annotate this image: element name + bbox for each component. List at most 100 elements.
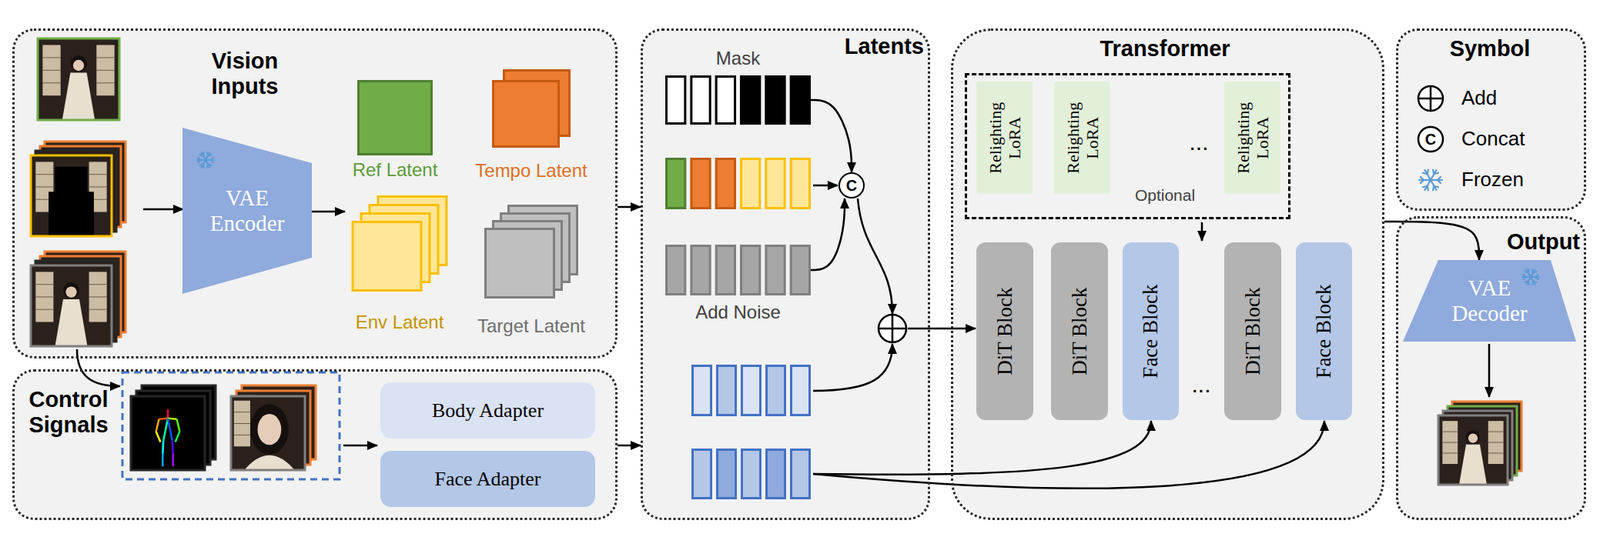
text-slot: Face Adapter	[380, 451, 596, 508]
window-panel	[96, 44, 114, 96]
pose-limb	[163, 418, 168, 442]
frame-border	[230, 396, 305, 471]
text-slot: VAE Decoder	[1402, 260, 1577, 342]
text-slot: Tempo Latent	[465, 158, 597, 184]
snow-branch	[197, 157, 201, 161]
text-slot: Body Adapter	[380, 382, 596, 439]
frozen-snowflake	[1522, 269, 1540, 285]
panel-ground	[642, 30, 930, 520]
text-slot: Relighting LoRA	[976, 81, 1033, 195]
snow-arm	[1425, 180, 1432, 191]
control-images	[122, 372, 340, 480]
token-cell	[742, 366, 761, 416]
snow-arm	[1430, 170, 1437, 181]
text-slot: DiT Block	[1224, 242, 1282, 421]
video-frame	[30, 265, 112, 347]
dress	[1459, 445, 1487, 486]
node-label: Control Signals	[18, 387, 119, 439]
flow-arrow	[813, 421, 1325, 489]
token-cell	[766, 159, 785, 209]
text-slot: Mask	[665, 44, 811, 73]
token-cell	[741, 76, 760, 124]
token-cell	[666, 159, 686, 209]
window-bar	[42, 56, 61, 58]
text-slot: Optional	[1111, 184, 1219, 208]
legend-cross	[1429, 86, 1433, 111]
panel-ground	[13, 30, 617, 359]
node-label: VAE Decoder	[1443, 275, 1537, 328]
node-label: DiT Block	[1067, 287, 1092, 375]
window-bar	[1442, 453, 1458, 455]
pose-limb	[177, 419, 181, 432]
token-cell	[666, 246, 686, 295]
legend-circle	[1418, 127, 1443, 152]
snow-branch	[207, 164, 208, 168]
token-cell	[766, 246, 785, 295]
frame-border	[130, 396, 205, 471]
node-label: VAE Encoder	[200, 185, 294, 238]
text-slot: Ref Latent	[341, 158, 449, 182]
node-label: Optional	[1134, 186, 1195, 205]
token-cell	[716, 159, 735, 209]
flow-arrow	[813, 421, 1152, 476]
snow-branch	[1420, 177, 1424, 181]
legend-circle	[1418, 86, 1443, 111]
token-cell	[691, 76, 710, 124]
video-frame	[30, 155, 112, 237]
token-cell	[717, 366, 737, 416]
pose-limb	[167, 418, 173, 442]
panel-ground	[952, 30, 1384, 520]
legend-symbol	[1419, 170, 1443, 191]
flow-connector	[617, 445, 641, 448]
hair	[70, 55, 87, 72]
text-slot: Env Latent	[341, 310, 458, 335]
window-bar	[89, 309, 108, 311]
snow-branch	[1422, 186, 1428, 188]
frame-border	[1438, 415, 1508, 486]
snow-arm	[1430, 179, 1443, 181]
snow-branch	[207, 154, 211, 156]
flow-connector	[1384, 221, 1480, 261]
shoulders	[244, 455, 295, 471]
node-label: Vision Inputs	[194, 48, 295, 101]
token-cell	[716, 246, 735, 295]
window-panel	[42, 44, 61, 96]
text-slot: Face Block	[1295, 242, 1353, 421]
node-label: Mask	[716, 47, 760, 70]
node-label: Add Noise	[695, 301, 781, 324]
token-cell	[741, 246, 760, 295]
text-slot: Target Latent	[465, 314, 597, 339]
window-bar	[234, 423, 251, 425]
text-slot: Symbol	[1439, 33, 1540, 65]
token-cell	[741, 159, 760, 209]
video-frame	[130, 396, 205, 471]
snow-branch	[1532, 281, 1534, 285]
token-cell	[766, 450, 786, 499]
frame-ground	[1438, 415, 1508, 486]
panel-ground	[13, 371, 617, 520]
flow-arrow	[857, 198, 893, 315]
flow-arrow	[76, 349, 121, 387]
token-cell	[790, 159, 810, 209]
block-box: Face Adapter	[380, 451, 596, 508]
flow-connector	[617, 206, 641, 209]
output-images	[1438, 401, 1522, 486]
snow-branch	[1432, 186, 1434, 191]
text-slot: Relighting LoRA	[1054, 81, 1111, 195]
panel-ground	[1397, 217, 1586, 520]
flow-arrow	[309, 210, 345, 214]
snow-branch	[210, 160, 214, 163]
flow-arrow	[813, 344, 893, 392]
snow-branch	[203, 152, 205, 156]
node-label: Env Latent	[355, 311, 445, 334]
text-slot: Vision Inputs	[190, 43, 299, 105]
frozen-snowflake	[197, 152, 215, 168]
flow-connector	[810, 198, 845, 271]
window-bar	[42, 70, 61, 71]
frame-ground	[30, 155, 112, 237]
snow-arm	[1430, 180, 1437, 191]
window-bar	[35, 186, 54, 188]
text-slot: Latents	[831, 32, 924, 62]
node-label: Body Adapter	[431, 399, 544, 423]
snow-branch	[1427, 170, 1429, 175]
